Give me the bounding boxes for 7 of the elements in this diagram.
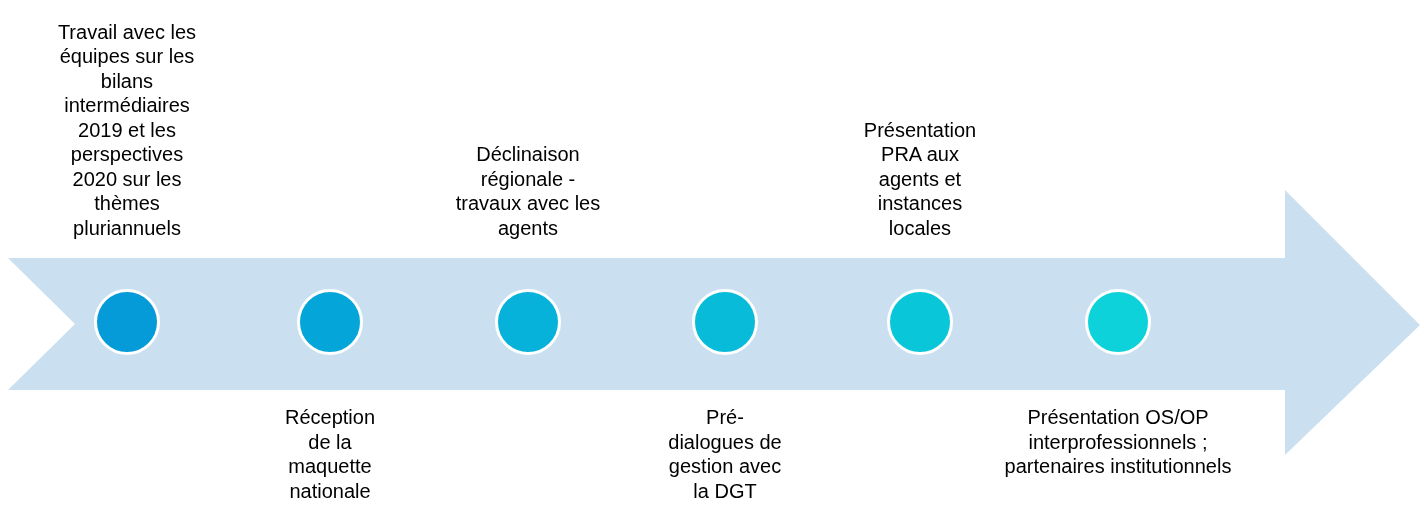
milestone-label: Déclinaison régionale - travaux avec les agents [454,142,602,240]
timeline-arrow [8,190,1420,455]
milestone-label: Travail avec les équipes sur les bilans intermédiaires 2019 et les perspectives 2020 sur les thèmes pluriannuels [56,19,198,240]
milestone-label: Présentation PRA aux agents et instances locales [862,117,978,240]
milestone-label: Présentation OS/OP interprofessionnels ; partenaires institutionnels [1003,405,1233,479]
milestone-label: Réception de la maquette nationale [283,405,377,503]
milestone-label: Pré-dialogues de gestion avec la DGT [667,405,783,503]
